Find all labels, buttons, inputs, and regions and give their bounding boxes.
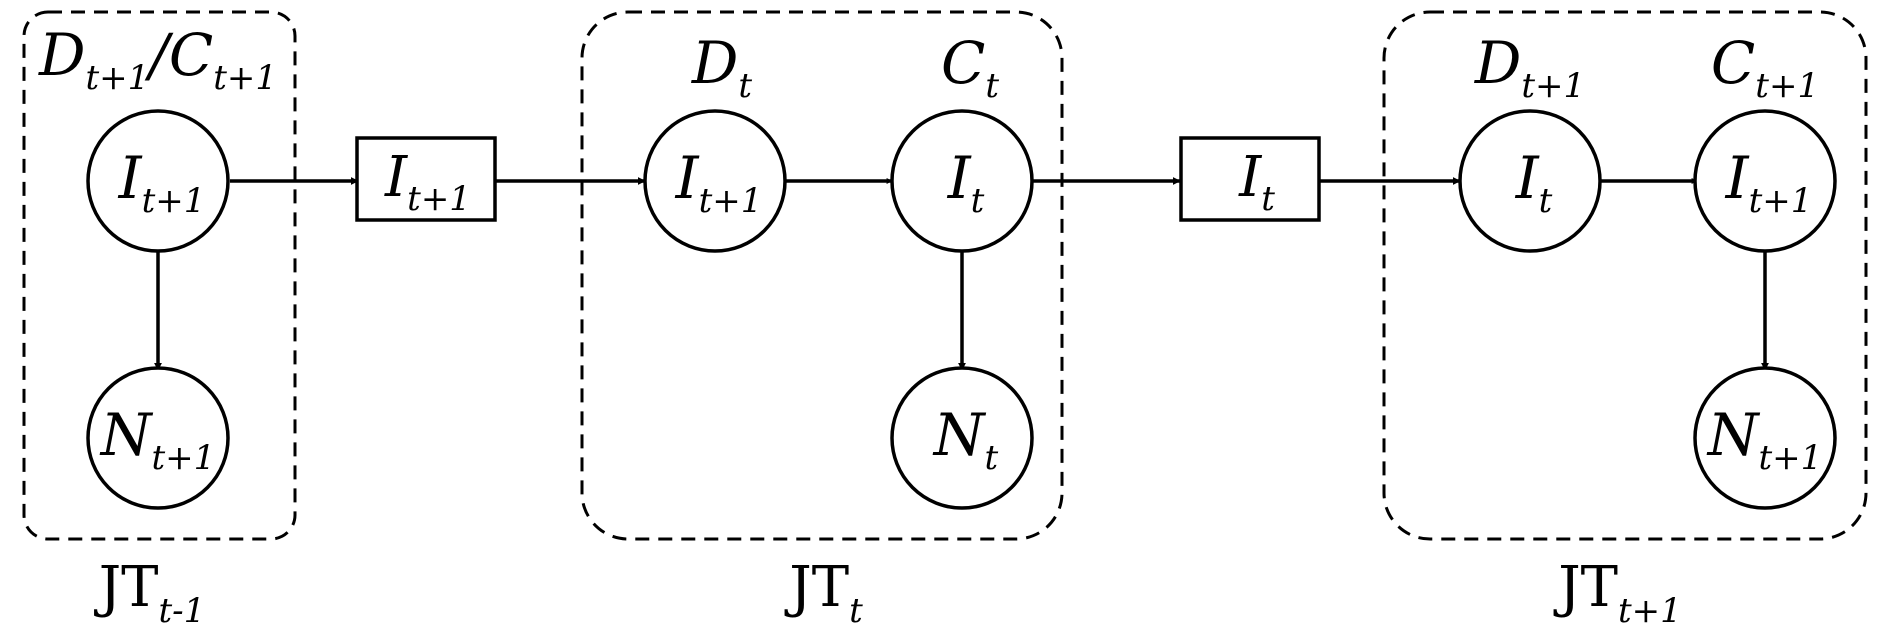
svg-text:It: It bbox=[1515, 144, 1553, 221]
node-right-i2-main: I bbox=[1725, 144, 1750, 212]
cluster-box-right bbox=[1382, 10, 1868, 541]
node-mid-n-sub: t bbox=[985, 438, 999, 478]
node-mid-i2-main: I bbox=[947, 144, 972, 212]
node-right-n-main: N bbox=[1706, 401, 1761, 469]
node-mid-i1: It+1 bbox=[643, 109, 787, 253]
label-left-d-sub: t+1 bbox=[85, 58, 149, 98]
node-left-n-sub: t+1 bbox=[151, 438, 215, 478]
label-right-c-sub: t+1 bbox=[1755, 66, 1819, 106]
node-right-n: Nt+1 bbox=[1693, 366, 1837, 510]
node-left-n: Nt+1 bbox=[86, 366, 230, 510]
label-mid-d-main: D bbox=[691, 29, 739, 97]
cluster-label-right-sub: t+1 bbox=[1618, 591, 1682, 631]
node-left-i-main: I bbox=[118, 144, 143, 212]
node-right-i2: It+1 bbox=[1693, 109, 1837, 253]
node-mid-n-main: N bbox=[932, 401, 987, 469]
separator-sep1-main: I bbox=[384, 145, 409, 210]
label-mid-d-sub: t bbox=[738, 66, 752, 106]
cluster-label-middle-sub: t bbox=[849, 591, 863, 631]
cluster-box-middle bbox=[580, 10, 1064, 541]
node-mid-i1-sub: t+1 bbox=[699, 181, 763, 221]
cluster-label-right-main: JT bbox=[1553, 555, 1618, 620]
svg-text:Nt+1: Nt+1 bbox=[1706, 401, 1823, 478]
node-right-i2-sub: t+1 bbox=[1749, 181, 1813, 221]
svg-text:It+1: It+1 bbox=[1725, 144, 1813, 221]
label-right-c: Ct+1 bbox=[1711, 29, 1819, 106]
node-mid-i2-sub: t bbox=[971, 181, 985, 221]
label-right-d-main: D bbox=[1474, 29, 1522, 97]
label-mid-c-main: C bbox=[941, 29, 985, 97]
node-right-i1-sub: t bbox=[1539, 181, 1553, 221]
label-right-d: Dt+1 bbox=[1474, 29, 1585, 106]
node-left-i: It+1 bbox=[86, 109, 230, 253]
separator-sep2-main: I bbox=[1238, 145, 1263, 210]
separator-sep2: It bbox=[1179, 136, 1321, 222]
svg-text:Nt: Nt bbox=[932, 401, 999, 478]
label-right-c-main: C bbox=[1711, 29, 1755, 97]
cluster-label-right: JTt+1 bbox=[1553, 555, 1682, 631]
cluster-label-middle-main: JT bbox=[784, 555, 849, 620]
cluster-label-left-sub: t-1 bbox=[159, 591, 206, 631]
label-left-top: Dt+1/Ct+1 bbox=[38, 21, 277, 98]
label-left-c-main: C bbox=[169, 21, 213, 89]
separator-sep2-sub: t bbox=[1261, 179, 1275, 219]
svg-text:It: It bbox=[947, 144, 985, 221]
svg-text:It+1: It+1 bbox=[118, 144, 206, 221]
node-mid-i1-main: I bbox=[675, 144, 700, 212]
node-mid-n: Nt bbox=[890, 366, 1034, 510]
svg-text:It+1: It+1 bbox=[675, 144, 763, 221]
label-mid-d: Dt bbox=[691, 29, 753, 106]
svg-text:It: It bbox=[1238, 145, 1275, 219]
label-mid-c: Ct bbox=[941, 29, 999, 106]
node-right-n-sub: t+1 bbox=[1758, 438, 1822, 478]
node-right-i1-main: I bbox=[1515, 144, 1540, 212]
node-mid-i2: It bbox=[890, 109, 1034, 253]
cluster-label-middle: JTt bbox=[784, 555, 863, 631]
separator-sep1: It+1 bbox=[355, 136, 497, 222]
node-right-i1: It bbox=[1458, 109, 1602, 253]
cluster-label-left-main: JT bbox=[94, 555, 159, 620]
cluster-label-left: JTt-1 bbox=[94, 555, 206, 631]
label-left-c-sub: t+1 bbox=[213, 58, 277, 98]
node-left-n-main: N bbox=[99, 401, 154, 469]
separator-sep1-sub: t+1 bbox=[407, 179, 471, 219]
label-right-d-sub: t+1 bbox=[1521, 66, 1585, 106]
label-mid-c-sub: t bbox=[985, 66, 999, 106]
cluster-box-left bbox=[22, 10, 297, 541]
label-left-d-main: D bbox=[38, 21, 86, 89]
svg-text:It+1: It+1 bbox=[384, 145, 471, 219]
node-left-i-sub: t+1 bbox=[142, 181, 206, 221]
svg-text:Nt+1: Nt+1 bbox=[99, 401, 216, 478]
